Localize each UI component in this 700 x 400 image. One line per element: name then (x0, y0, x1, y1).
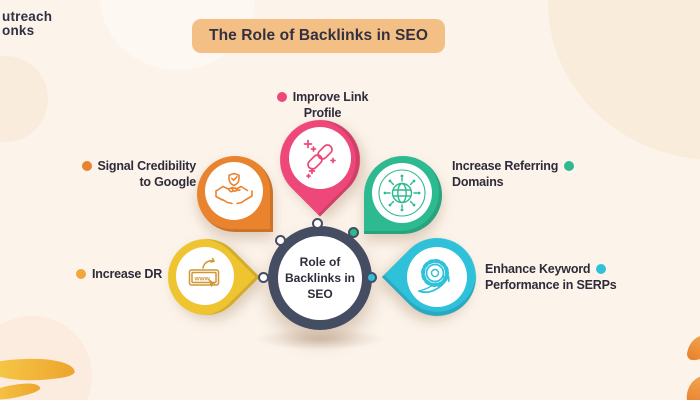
bullet-dot (596, 264, 607, 274)
decor-blob-top-right (548, 0, 700, 160)
center-hub-line2: Backlinks in (284, 271, 356, 285)
label-text: to Google (139, 175, 196, 189)
node-enhance-keyword-performance-face (407, 247, 467, 307)
node-improve-link-profile-face (289, 127, 351, 189)
label-signal-credibility: Signal Credibility to Google (58, 158, 196, 190)
page-title: The Role of Backlinks in SEO (209, 27, 428, 44)
label-increase-referring-domains: Increase Referring Domains (452, 158, 612, 190)
brand-logo: utreach onks (2, 10, 52, 38)
brand-logo-line2: onks (2, 23, 35, 38)
center-shadow (250, 327, 390, 351)
brand-logo-line1: utreach (2, 9, 53, 24)
bullet-dot (276, 92, 287, 102)
chain-link-icon (303, 139, 336, 179)
label-enhance-keyword-performance: Enhance Keyword Performance in SERPs (485, 261, 663, 293)
decor-leaf-icon (686, 332, 700, 363)
label-text: Increase DR (92, 267, 163, 281)
connector-dot (366, 272, 377, 283)
svg-text:www: www (194, 276, 211, 283)
center-hub-line3: SEO (307, 287, 333, 301)
bullet-dot (81, 161, 92, 171)
bullet-dot (76, 269, 86, 279)
label-text: Enhance Keyword (485, 262, 591, 276)
connector-dot (348, 227, 359, 238)
center-hub: Role of Backlinks in SEO (278, 236, 362, 320)
node-signal-credibility-face (205, 162, 263, 220)
decor-leaf-icon (684, 374, 700, 400)
label-increase-dr: Increase DR (76, 266, 162, 282)
bullet-dot (564, 161, 575, 171)
handshake-icon (215, 172, 253, 205)
label-improve-link-profile: Improve Link Profile (245, 89, 400, 121)
label-text: Increase Referring (452, 159, 559, 173)
label-text: Domains (452, 175, 504, 189)
label-text: Signal Credibility (97, 159, 197, 173)
center-hub-line1: Role of (299, 255, 341, 269)
node-increase-referring-domains-face (372, 163, 432, 223)
label-text: Performance in SERPs (485, 278, 617, 292)
label-text: Profile (303, 106, 342, 120)
title-badge: The Role of Backlinks in SEO (192, 19, 445, 53)
globe-network-icon (378, 169, 426, 217)
node-increase-dr-face: www (176, 247, 234, 305)
gear-growth-icon (418, 259, 450, 294)
label-text: Improve Link (292, 90, 369, 104)
connector-dot (312, 218, 323, 229)
browser-window-icon: www (188, 257, 220, 288)
decor-blob-left (0, 56, 48, 142)
connector-dot (275, 235, 286, 246)
connector-dot (258, 272, 269, 283)
